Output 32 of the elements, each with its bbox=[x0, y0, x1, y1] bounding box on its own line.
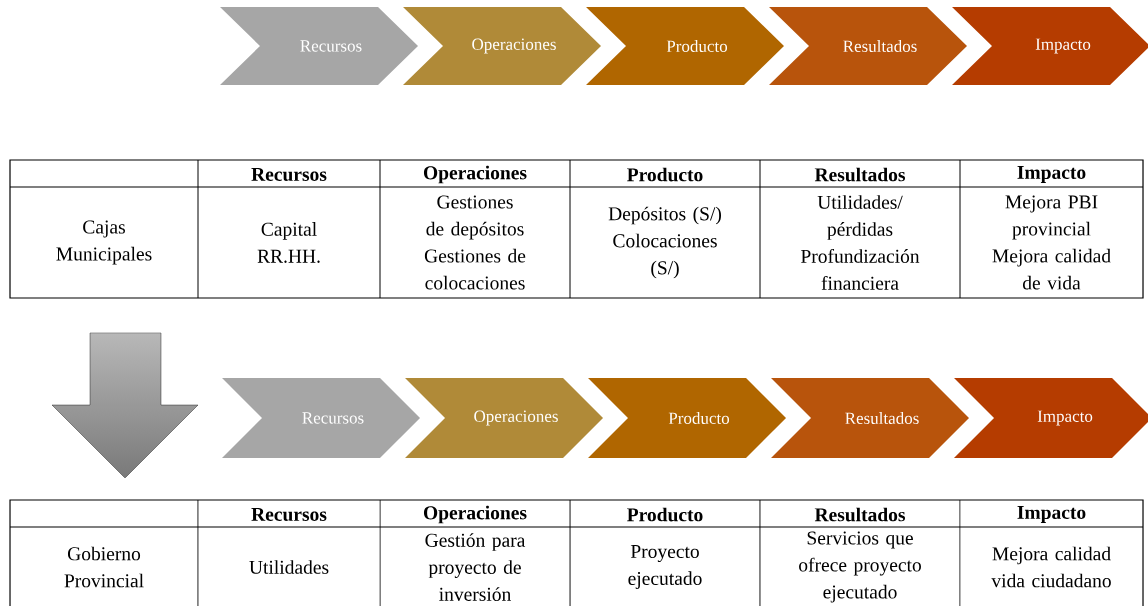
cell-text: Proyecto ejecutado bbox=[628, 545, 702, 589]
cell-text: Gobierno Provincial bbox=[64, 546, 144, 588]
stage-band: Impacto bbox=[954, 378, 1148, 458]
column-header: Resultados bbox=[814, 167, 906, 182]
column-header: Resultados bbox=[814, 507, 906, 522]
cell-text: Depósitos (S/) Colocaciones (S/) bbox=[608, 206, 721, 279]
stage-band: Producto bbox=[588, 378, 786, 458]
cell-text: Mejora calidad vida ciudadano bbox=[991, 546, 1111, 588]
cell-text: Utilidades bbox=[249, 560, 329, 574]
column-header: Producto bbox=[627, 167, 703, 182]
column-header: Impacto bbox=[1017, 506, 1086, 523]
column-header: Recursos bbox=[251, 508, 327, 521]
stage-band: Operaciones bbox=[403, 7, 601, 85]
cell-text: Utilidades/ pérdidas Profundización financiera bbox=[801, 195, 920, 290]
cell-text: Gestiones de depósitos Gestiones de colocaciones bbox=[424, 195, 526, 290]
cell-text: Cajas Municipales bbox=[56, 220, 152, 265]
stage-band: Impacto bbox=[952, 7, 1148, 85]
column-header: Recursos bbox=[251, 168, 327, 181]
stage-band: Resultados bbox=[769, 7, 967, 85]
stage-band: Recursos bbox=[222, 378, 420, 458]
cell-text: Mejora PBI provincial Mejora calidad de vida bbox=[992, 195, 1111, 290]
stage-band: Operaciones bbox=[405, 378, 603, 458]
stage-band: Recursos bbox=[220, 7, 418, 85]
cell-text: Capital RR.HH. bbox=[257, 222, 320, 263]
column-header: Operaciones bbox=[423, 505, 527, 524]
column-header: Impacto bbox=[1017, 166, 1086, 183]
column-header: Operaciones bbox=[423, 165, 527, 184]
stage-band: Resultados bbox=[771, 378, 969, 458]
cell-text: Gestión para proyecto de inversión bbox=[425, 533, 526, 601]
cell-text: Servicios que ofrece proyecto ejecutado bbox=[799, 531, 921, 603]
stage-band: Producto bbox=[586, 7, 784, 85]
column-header: Producto bbox=[627, 507, 703, 522]
